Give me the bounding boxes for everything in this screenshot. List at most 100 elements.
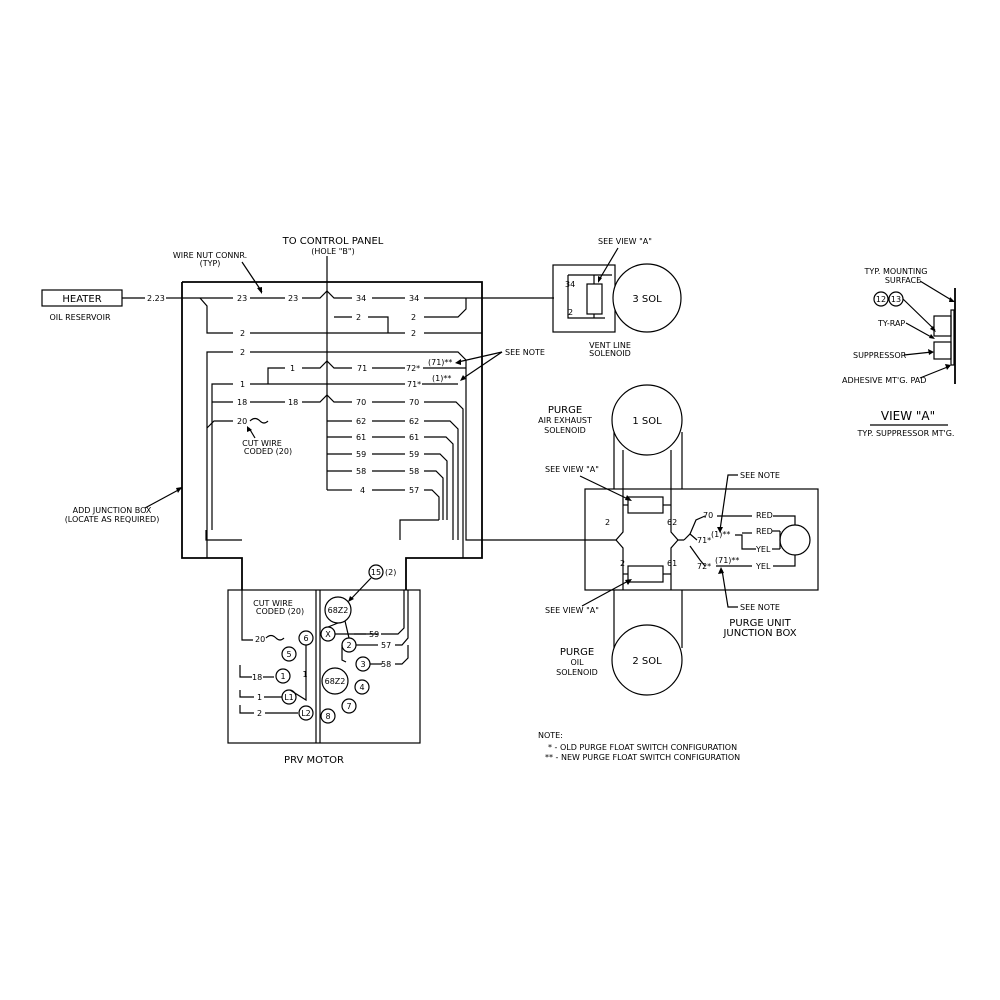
vent-wire-34: 34 [565,280,575,289]
suppressor-top [627,496,664,514]
svg-text:1: 1 [280,672,285,681]
wire-23-mid: 23 [288,294,298,303]
pujb-wire-71: 71* [697,536,711,545]
prv-badge [368,564,384,580]
svg-text:68Z2: 68Z2 [325,677,346,686]
svg-text:7: 7 [346,702,351,711]
coded-label-top: CODED (20) [244,447,292,456]
svg-text:5: 5 [286,650,291,659]
wire-71-right: 71* [407,380,421,389]
wire-57-right: 57 [409,486,419,495]
wire-20-left: 20 [237,417,247,426]
prv-wire-20: 20 [255,635,265,644]
pujb-see-view-top: SEE VIEW "A" [545,465,599,474]
purge-oil-circle [611,624,683,696]
view-a-suppressor: SUPPRESSOR [853,351,907,360]
wire-34-right: 34 [409,294,419,303]
purge-oil-label-1: PURGE [560,647,594,658]
vent-label-1: VENT LINE [589,341,631,350]
purge-oil-solenoid: 2 SOL PURGE OIL SOLENOID [556,590,683,696]
cut-wire-label-top: CUT WIRE [242,439,282,448]
wire-2-mid: 2 [356,313,361,322]
vent-see-view: SEE VIEW "A" [598,237,652,246]
view-a-title: VIEW "A" [881,409,935,423]
prv-terminal-l2 [298,705,314,721]
see-note-label: SEE NOTE [505,348,545,357]
wire-61-right: 61 [409,433,419,442]
view-a-suppressor-bottom [933,341,952,360]
vent-line-solenoid: 3 SOL 34 2 SEE VIEW "A" VENT LINE SOLENO… [552,237,682,358]
view-a-callout-12 [873,291,889,307]
wire-2-upper-left: 2 [240,329,245,338]
wire-2-right-a: 2 [411,313,416,322]
pujb-wire-2b: 2 [620,559,625,568]
wire-71-mid: 71 [357,364,367,373]
wire-59-mid: 59 [356,450,366,459]
vent-label-2: SOLENOID [589,349,631,358]
pujb-wire-70: 70 [703,511,713,520]
vent-suppressor [586,283,603,315]
svg-text:68Z2: 68Z2 [328,606,349,615]
prv-wire-58: 58 [381,660,391,669]
pujb-float-switch [779,524,811,556]
prv-terminal-8 [320,708,336,724]
wire-nut-label: WIRE NUT CONNR. [173,251,247,260]
purge-air-solenoid: 1 SOL PURGE AIR EXHAUST SOLENOID [538,384,683,520]
prv-wire-2: 2 [257,709,262,718]
pujb-see-view-bottom: SEE VIEW "A" [545,606,599,615]
note-head: NOTE: [538,731,563,740]
pujb-red-2: RED [756,527,773,536]
heater-block: HEATER OIL RESERVOIR 2.23 [41,289,182,322]
svg-text:2: 2 [346,641,351,650]
pujb-label-2: JUNCTION BOX [722,628,796,639]
vent-sol-circle [612,263,682,333]
wire-2-right-b: 2 [411,329,416,338]
wire-62-mid: 62 [356,417,366,426]
view-a-detail: TYP. MOUNTING SURFACE 12 13 TY-RAP SUPPR… [842,267,956,438]
prv-wire-1: 1 [257,693,262,702]
purge-oil-sol-label: 2 SOL [632,656,662,667]
heater-wire-number: 2.23 [147,294,165,303]
prv-badge-sub: (2) [385,568,396,577]
svg-text:6: 6 [303,634,308,643]
view-a-suppressor-top [933,315,952,337]
pujb-wire-72: 72* [697,562,711,571]
view-a-pad [950,309,955,366]
pujb-yel-2: YEL [755,562,771,571]
prv-coded-label: CODED (20) [256,607,304,616]
view-a-tyrap: TY-RAP [877,319,905,328]
pujb-red-1: RED [756,511,773,520]
add-junction-box-sub: (LOCATE AS REQUIRED) [65,515,160,524]
wire-1-left: 1 [240,380,245,389]
view-a-surface: SURFACE [885,276,921,285]
svg-text:15: 15 [371,568,381,577]
suppressor-bottom [627,565,664,583]
pujb-wire-2a: 2 [605,518,610,527]
svg-text:L2: L2 [301,709,311,718]
wire-61-mid: 61 [356,433,366,442]
prv-center-label: 1 [302,670,307,679]
wire-23-left: 23 [237,294,247,303]
wire-58-right: 58 [409,467,419,476]
pujb-label-1: PURGE UNIT [729,618,791,629]
purge-air-sol-label: 1 SOL [632,416,662,427]
view-a-pad-label: ADHESIVE MT'G. PAD [842,376,926,385]
prv-wire-57: 57 [381,641,391,650]
prv-cut-wire-label: CUT WIRE [253,599,293,608]
notes: NOTE: * - OLD PURGE FLOAT SWITCH CONFIGU… [538,731,740,762]
svg-text:X: X [325,630,331,639]
prv-wire-18: 18 [252,673,262,682]
pujb-wire-1: (1)** [711,530,730,539]
purge-air-label-3: SOLENOID [544,426,586,435]
prv-terminal-l1 [281,689,297,705]
wire-18-mid: 18 [288,398,298,407]
to-control-panel-label: TO CONTROL PANEL [282,236,384,247]
prv-motor: PRV MOTOR 20 CUT WIRE CODED (20) 18 1 2 … [227,564,421,766]
wire-62-right: 62 [409,417,419,426]
add-junction-box: 23 23 34 34 2 2 2 2 2 1 71 72* 1 7 [65,256,606,590]
purge-air-label-2: AIR EXHAUST [538,416,592,425]
wire-59-right: 59 [409,450,419,459]
prv-terminal-7 [341,698,357,714]
view-a-subtitle: TYP. SUPPRESSOR MT'G. [857,429,955,438]
prv-title: PRV MOTOR [284,755,344,766]
